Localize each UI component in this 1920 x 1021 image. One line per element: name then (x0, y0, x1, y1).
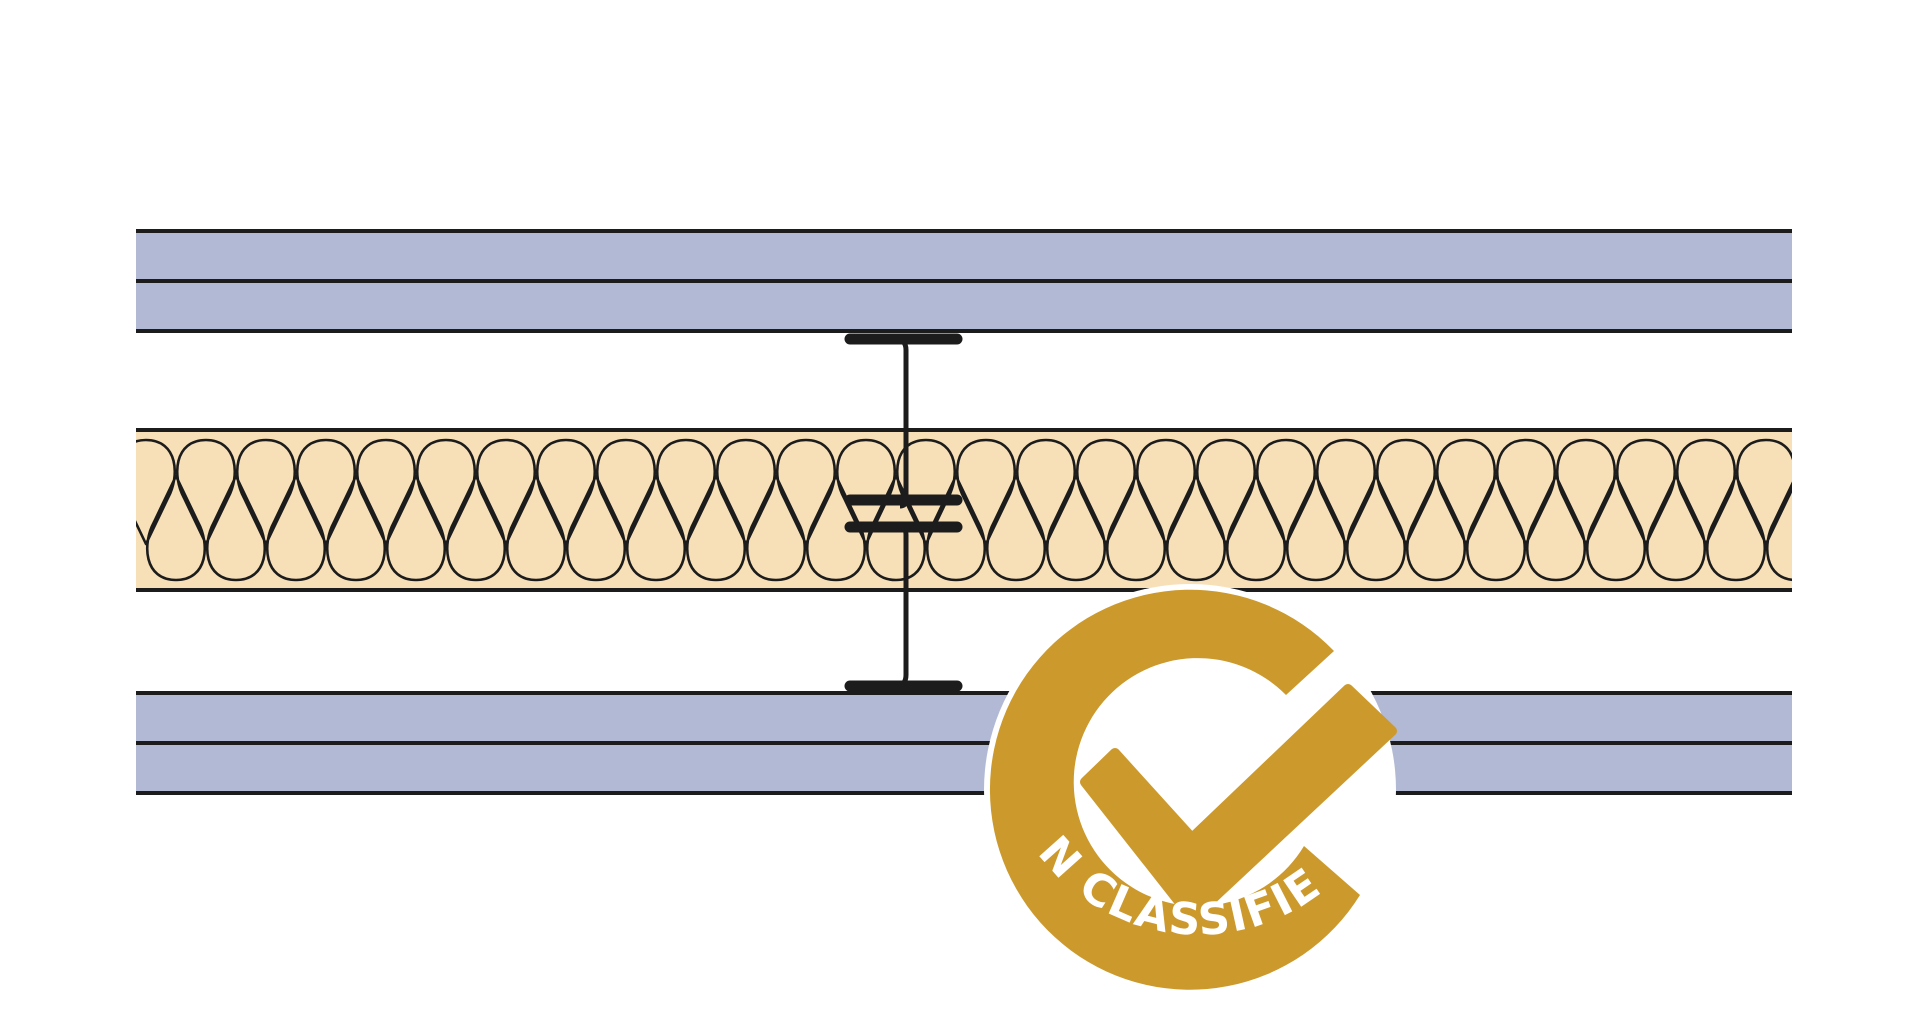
top-board-outer (136, 231, 1792, 281)
badge-gold-ring (989, 589, 1360, 990)
top-boards (136, 229, 1792, 333)
check-mark-icon (1080, 684, 1397, 923)
insulation-layer (136, 428, 1792, 592)
top-board-inner (136, 281, 1792, 331)
metal-studs (844, 333, 963, 692)
bottom-boards (136, 691, 1792, 795)
upper-stud (844, 333, 963, 509)
insulation-loops (136, 438, 1792, 582)
insulation-loop-path (136, 438, 1792, 582)
bottom-board-inner (136, 693, 1792, 743)
bottom-board-outer (136, 743, 1792, 793)
lower-stud (844, 521, 963, 692)
